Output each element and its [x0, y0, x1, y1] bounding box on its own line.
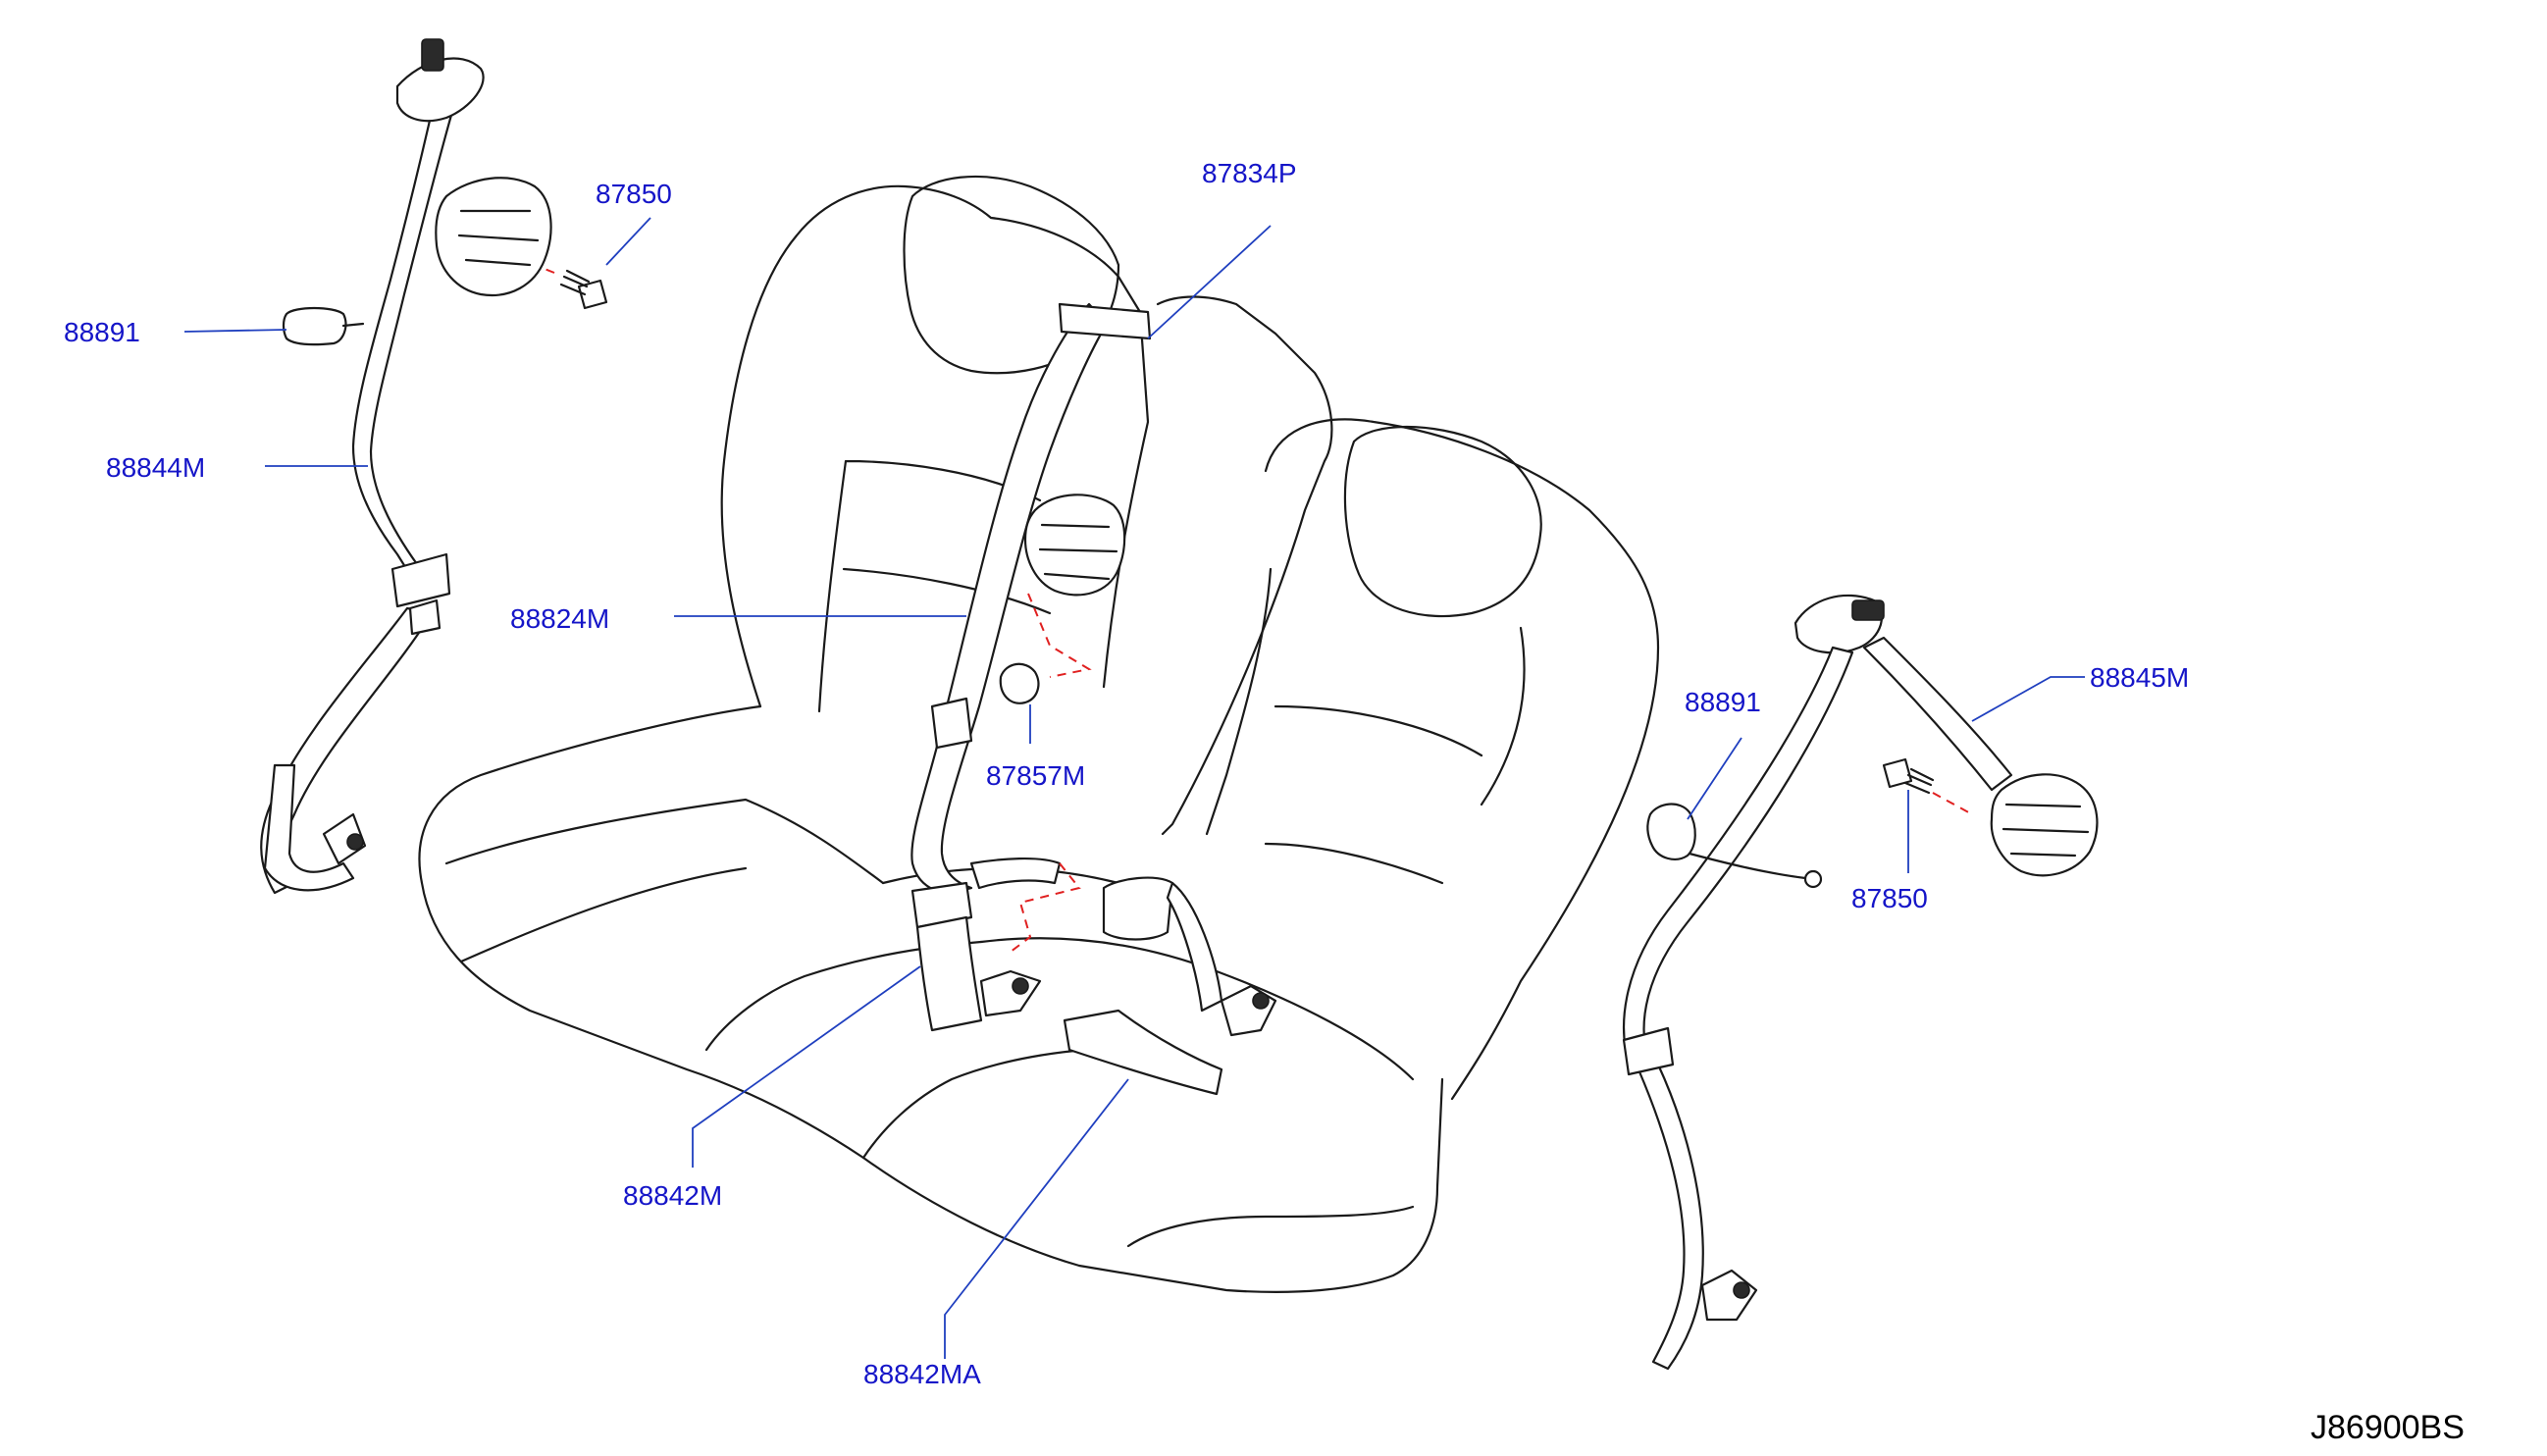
right-belt-lower-webbing — [1637, 1063, 1704, 1371]
left-belt-lower-strap — [263, 763, 355, 892]
center-belt-top-guide — [1058, 302, 1152, 340]
dash-path-87850-left — [544, 268, 555, 274]
left-belt-anchor-bolt — [421, 38, 444, 72]
callout-88824M: 88824M — [510, 603, 609, 634]
diagram-code: J86900BS — [2311, 1409, 2465, 1446]
right-belt-upper-webbing — [1862, 636, 2013, 792]
right-seatback — [1156, 295, 1333, 836]
leader-88891-right — [1687, 737, 1742, 820]
leader-lines — [183, 217, 2085, 1359]
dashed-installation-paths — [544, 268, 1973, 953]
leader-87850-left — [605, 217, 651, 266]
callout-labels: 87850 88891 88844M 88824M 87834P 87857M … — [64, 158, 2189, 1389]
right-headrest — [1343, 425, 1542, 618]
right-seatback-main — [1264, 418, 1660, 1101]
bolt-87850-left — [559, 269, 608, 310]
center-belt-tongue-plate — [930, 697, 973, 750]
right-retractor — [1990, 773, 2099, 877]
center-retractor — [1023, 494, 1126, 597]
callout-88891-left: 88891 — [64, 317, 140, 347]
rear-seat-assembly — [418, 175, 1660, 1293]
nut-87857M — [999, 662, 1040, 704]
callout-87850-right: 87850 — [1851, 883, 1928, 913]
pillar-trim-88891-left — [282, 306, 347, 346]
callout-88842M: 88842M — [623, 1180, 722, 1211]
left-outer-seatbelt — [260, 38, 552, 895]
leader-88842M — [692, 965, 921, 1168]
center-retractor-detail — [1038, 523, 1118, 581]
right-retractor-detail — [2001, 803, 2090, 858]
leader-87834P — [1147, 225, 1272, 339]
pillar-trim-cable-left — [341, 322, 365, 328]
right-belt-guide — [1622, 1026, 1675, 1076]
left-belt-guide — [390, 552, 451, 608]
seat-cushion — [418, 704, 1444, 1293]
pillar-trim-cable-right — [1688, 852, 1807, 880]
leader-88845M — [1971, 676, 2085, 722]
leader-88891-left — [183, 329, 287, 333]
leader-88842MA — [944, 1078, 1129, 1359]
left-belt-webbing — [351, 88, 458, 596]
left-seatback — [720, 184, 1150, 708]
center-seatbelt — [910, 302, 1152, 895]
left-belt-lower-anchor — [322, 812, 367, 865]
left-belt-tongue-plate — [408, 598, 442, 636]
pillar-trim-cable-end — [1803, 869, 1823, 889]
right-seatback-panel — [1205, 567, 1526, 885]
callout-88891-right: 88891 — [1685, 687, 1761, 717]
left-retractor-detail — [457, 209, 540, 267]
right-lower-anchor-bolt — [1733, 1281, 1750, 1299]
dash-path-87850-right — [1932, 792, 1973, 815]
right-belt-anchor-bolt — [1851, 599, 1885, 621]
right-outer-seatbelt — [1622, 594, 2099, 1371]
dash-path-center-buckle — [1010, 862, 1081, 953]
seat-cushion-front — [704, 940, 1415, 1248]
left-lower-anchor-bolt — [346, 833, 364, 851]
callout-88845M: 88845M — [2090, 662, 2189, 693]
bolt-87850-right — [1882, 757, 1935, 795]
center-lap-webbing — [969, 858, 1062, 890]
callout-87850-left: 87850 — [596, 179, 672, 209]
buckle-88842MA — [1063, 876, 1277, 1096]
callout-87857M: 87857M — [986, 760, 1085, 791]
dash-path-center-retractor — [1027, 593, 1092, 678]
pillar-trim-88891-right — [1646, 803, 1696, 860]
callout-88844M: 88844M — [106, 452, 205, 483]
callout-88842MA: 88842MA — [863, 1359, 981, 1389]
seat-cushion-seam-left — [444, 798, 885, 963]
buckle-88842M — [910, 881, 1042, 1032]
callout-87834P: 87834P — [1202, 158, 1297, 188]
